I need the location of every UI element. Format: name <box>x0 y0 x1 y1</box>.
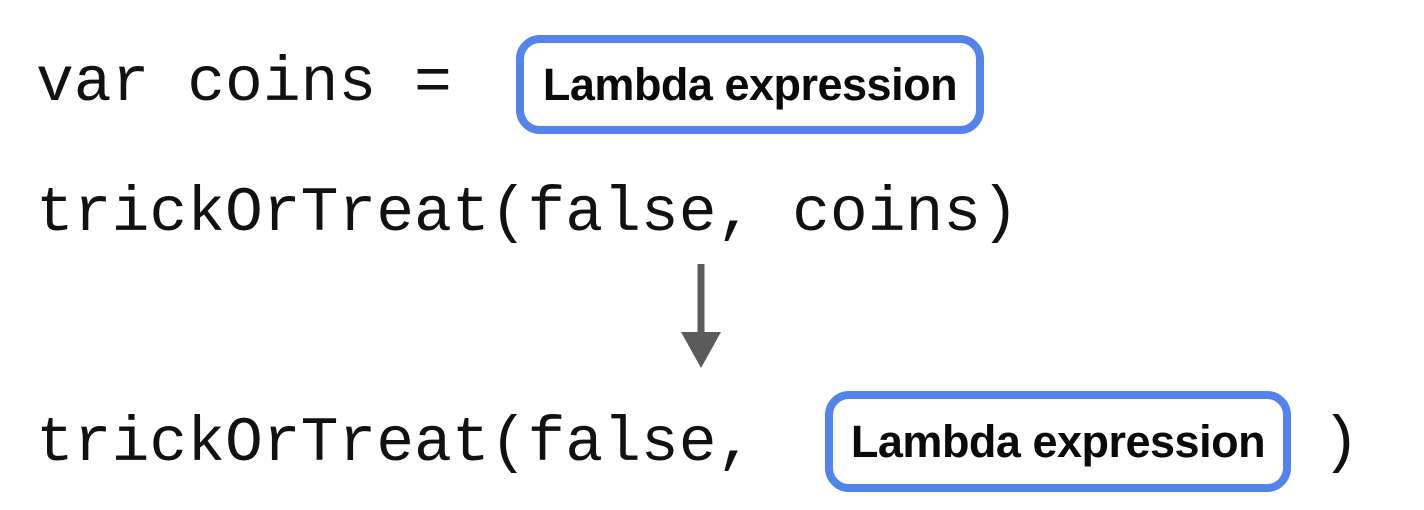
lambda-expression-badge-label: Lambda expression <box>850 416 1266 467</box>
lambda-expression-badge-assigned[interactable]: Lambda expression <box>516 35 984 134</box>
code-line-trickortreat-trailing-prefix: trickOrTreat(false, <box>36 408 793 479</box>
lambda-expression-badge-label: Lambda expression <box>542 59 958 110</box>
arrow-down-icon <box>670 262 734 372</box>
code-line-var-coins: var coins = <box>36 48 490 119</box>
arrow-down-glyph <box>681 264 721 368</box>
code-line-trickortreat-trailing-suffix: ) <box>1322 408 1360 479</box>
lambda-expression-badge-inline[interactable]: Lambda expression <box>825 391 1291 492</box>
code-line-trickortreat-coins: trickOrTreat(false, coins) <box>36 178 1019 249</box>
